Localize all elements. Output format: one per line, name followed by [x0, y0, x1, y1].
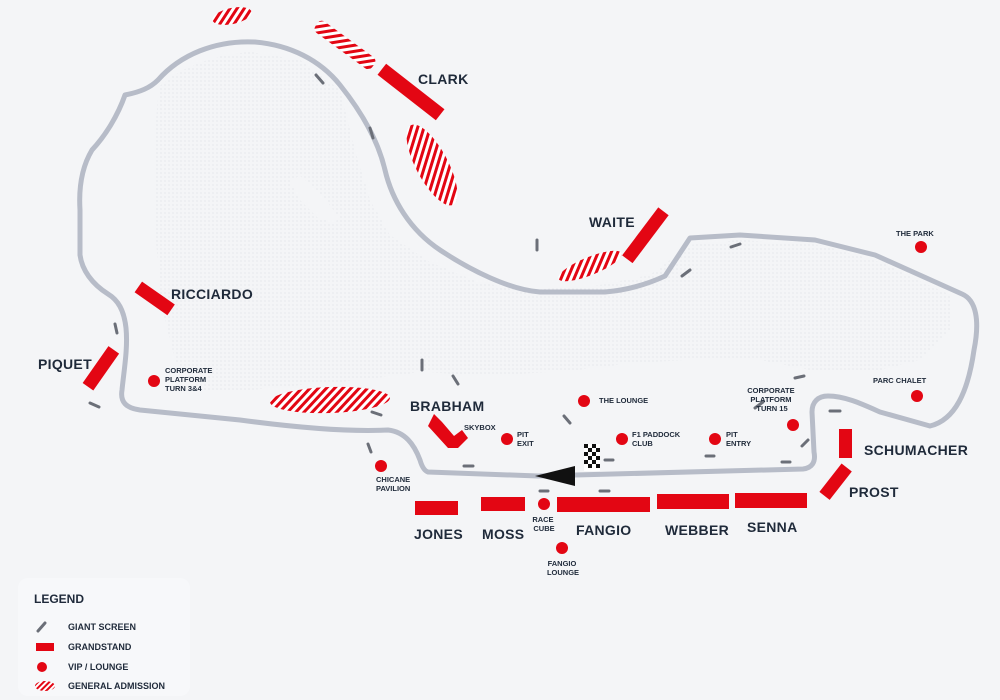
- grandstands: [82, 63, 852, 515]
- giant-screen-icon: [366, 442, 373, 454]
- vip-f1-paddock-club: [616, 433, 628, 445]
- giant-screens: [88, 73, 842, 493]
- grandstand-senna: [735, 493, 807, 508]
- giant-screen-icon: [793, 374, 806, 380]
- legend-item-vip-lounge: VIP / LOUNGE: [34, 660, 128, 674]
- giant-screen-icon: [800, 438, 810, 448]
- grandstand-fangio: [557, 497, 650, 512]
- legend: LEGEND GIANT SCREEN GRANDSTAND VIP / LOU…: [18, 578, 190, 696]
- vip-pit-entry: [709, 433, 721, 445]
- vip-corporate-turn15: [787, 419, 799, 431]
- giant-screen-icon: [729, 242, 742, 249]
- legend-item-grandstand: GRANDSTAND: [34, 640, 131, 654]
- race-track: [77, 39, 980, 479]
- label-corporate-turn15: CORPORATE PLATFORM TURN 15: [747, 386, 796, 413]
- giant-screen-icon: [36, 621, 47, 633]
- legend-title: LEGEND: [34, 592, 85, 606]
- legend-label: VIP / LOUNGE: [68, 662, 129, 672]
- label-clark: CLARK: [418, 71, 469, 87]
- label-brabham: BRABHAM: [410, 398, 484, 414]
- vip-pit-exit: [501, 433, 513, 445]
- grandstand-ricciardo: [134, 281, 175, 316]
- general-admission-area: [406, 124, 458, 206]
- label-the-lounge: THE LOUNGE: [599, 396, 648, 405]
- legend-label: GENERAL ADMISSION: [68, 681, 166, 691]
- label-schumacher: SCHUMACHER: [864, 442, 968, 458]
- vip-markers: [148, 241, 927, 554]
- label-fangio-lounge: FANGIO LOUNGE: [547, 559, 579, 577]
- legend-label: GRANDSTAND: [68, 642, 132, 652]
- grandstand-schumacher: [839, 429, 852, 458]
- grandstand-piquet: [82, 346, 120, 391]
- grandstand-prost: [819, 463, 852, 500]
- label-the-park: THE PARK: [896, 229, 934, 238]
- label-fangio: FANGIO: [576, 522, 631, 538]
- giant-screen-icon: [368, 126, 375, 140]
- label-ricciardo: RICCIARDO: [171, 286, 253, 302]
- start-finish-flag-icon: [584, 444, 600, 471]
- grandstand-icon: [36, 643, 54, 651]
- giant-screen-icon: [451, 374, 460, 386]
- label-moss: MOSS: [482, 526, 524, 542]
- giant-screen-icon: [562, 414, 572, 425]
- label-webber: WEBBER: [665, 522, 729, 538]
- general-admission-icon: [35, 681, 55, 691]
- general-admission-area: [558, 250, 622, 282]
- infield-area: [155, 52, 950, 392]
- grandstand-brabham: [428, 414, 468, 448]
- label-race-cube: RACE CUBE: [532, 515, 555, 533]
- vip-corporate-turn34: [148, 375, 160, 387]
- grandstand-clark: [377, 63, 445, 121]
- grandstand-waite: [622, 207, 669, 264]
- vip-parc-chalet: [911, 390, 923, 402]
- giant-screen-icon: [113, 322, 119, 335]
- label-parc-chalet: PARC CHALET: [873, 376, 927, 385]
- label-pit-entry: PIT ENTRY: [726, 430, 751, 448]
- giant-screen-icon: [88, 401, 101, 409]
- giant-screen-icon: [314, 73, 325, 85]
- label-prost: PROST: [849, 484, 899, 500]
- vip-fangio-lounge: [556, 542, 568, 554]
- label-jones: JONES: [414, 526, 463, 542]
- giant-screen-icon: [370, 410, 383, 417]
- label-waite: WAITE: [589, 214, 635, 230]
- label-skybox: SKYBOX: [464, 423, 496, 432]
- grandstand-moss: [481, 497, 525, 511]
- general-admission-area: [270, 386, 390, 414]
- label-piquet: PIQUET: [38, 356, 92, 372]
- general-admission-area: [212, 7, 252, 25]
- label-senna: SENNA: [747, 519, 798, 535]
- label-corporate-turn34: CORPORATE PLATFORM TURN 3&4: [165, 366, 214, 393]
- legend-item-giant-screen: GIANT SCREEN: [34, 620, 136, 634]
- vip-the-park: [915, 241, 927, 253]
- general-admission-area: [314, 20, 376, 70]
- vip-race-cube: [538, 498, 550, 510]
- giant-screen-icon: [680, 268, 692, 278]
- giant-screen-icon: [753, 400, 765, 410]
- vip-chicane-pavilion: [375, 460, 387, 472]
- label-f1-paddock-club: F1 PADDOCK CLUB: [632, 430, 682, 448]
- grandstand-jones: [415, 501, 458, 515]
- legend-item-general-admission: GENERAL ADMISSION: [34, 679, 165, 693]
- label-pit-exit: PIT EXIT: [517, 430, 534, 448]
- vip-the-lounge: [578, 395, 590, 407]
- grandstand-webber: [657, 494, 729, 509]
- legend-label: GIANT SCREEN: [68, 622, 137, 632]
- race-direction-arrow-icon: [535, 466, 575, 486]
- general-admission-areas: [212, 7, 622, 414]
- lake-island: [290, 176, 338, 224]
- vip-lounge-icon: [37, 662, 47, 672]
- label-chicane-pavilion: CHICANE PAVILION: [376, 475, 412, 493]
